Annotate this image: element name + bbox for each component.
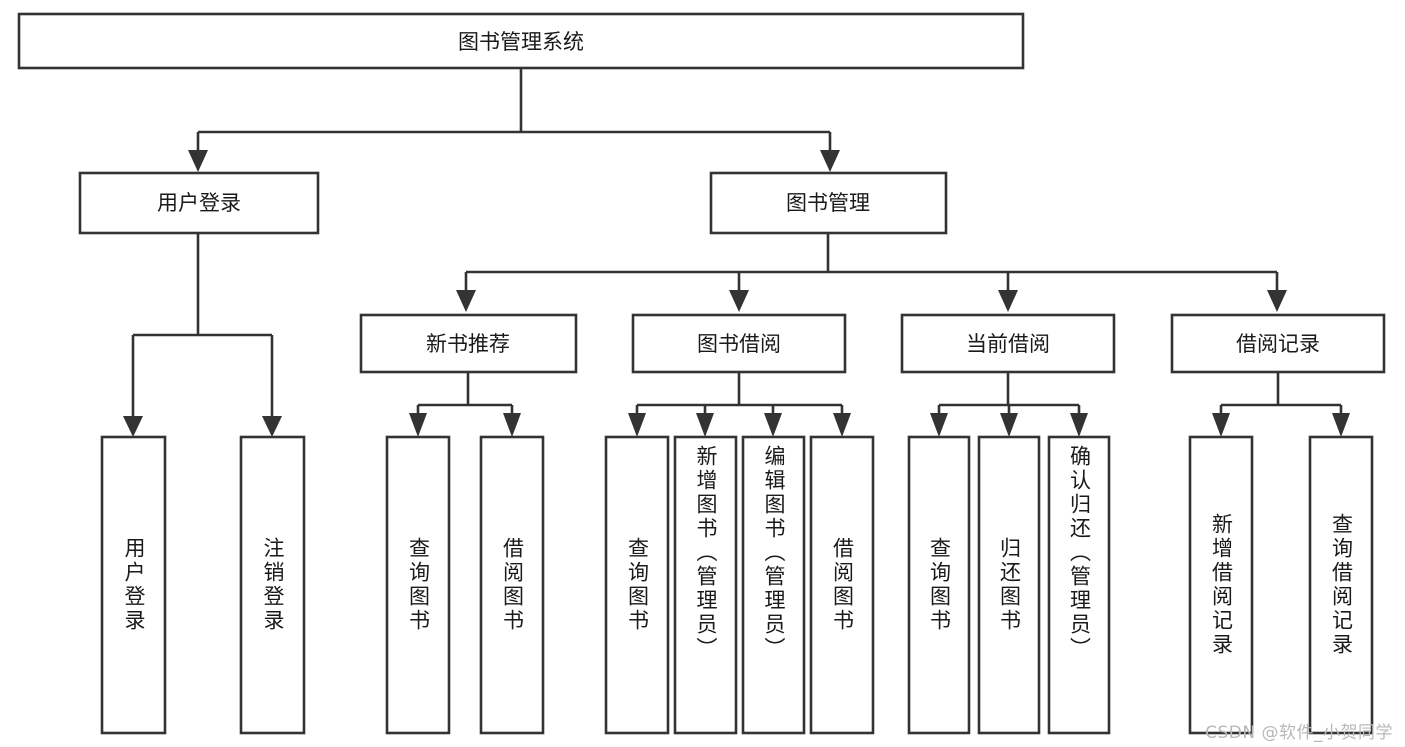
- node-leaf-add-book[interactable]: [673, 435, 738, 735]
- node-leaf-borrow-book-rec[interactable]: [479, 435, 545, 735]
- arrow-down-icon: [123, 416, 143, 437]
- node-borrow-record-label: 借阅记录: [1236, 332, 1320, 356]
- node-leaf-user-login[interactable]: [100, 435, 167, 735]
- node-current-borrow[interactable]: [900, 313, 1116, 374]
- node-leaf-query-book-borrow[interactable]: [604, 435, 670, 735]
- node-book-borrow-label: 图书借阅: [697, 332, 781, 356]
- arrow-down-icon: [456, 290, 476, 312]
- arrow-down-icon: [1267, 290, 1287, 312]
- arrow-down-icon: [833, 413, 851, 437]
- arrow-down-icon: [1000, 413, 1018, 437]
- node-leaf-borrow-book[interactable]: [809, 435, 875, 735]
- node-new-book-rec[interactable]: [359, 313, 578, 374]
- node-book-manage[interactable]: [709, 171, 948, 235]
- node-root[interactable]: [17, 12, 1025, 70]
- node-layer: 图书管理系统 用户登录 图书管理 新书推荐 图书借阅 当前借阅 借阅记录: [17, 12, 1386, 735]
- node-book-borrow[interactable]: [631, 313, 847, 374]
- node-current-borrow-label: 当前借阅: [966, 332, 1050, 356]
- node-borrow-record[interactable]: [1170, 313, 1386, 374]
- node-leaf-user-logout[interactable]: [239, 435, 306, 735]
- arrowhead-layer: [123, 150, 1350, 437]
- watermark: CSDN @软件_小贺同学: [1205, 723, 1393, 743]
- node-leaf-edit-book[interactable]: [741, 435, 806, 735]
- node-leaf-return-book[interactable]: [977, 435, 1041, 735]
- arrow-down-icon: [696, 413, 714, 437]
- arrow-down-icon: [729, 290, 749, 312]
- arrow-down-icon: [1070, 413, 1088, 437]
- node-leaf-query-book-rec[interactable]: [385, 435, 451, 735]
- arrow-down-icon: [998, 290, 1018, 312]
- arrow-down-icon: [1332, 413, 1350, 437]
- node-user-login[interactable]: [78, 171, 320, 235]
- node-leaf-query-book-current[interactable]: [907, 435, 971, 735]
- node-root-label: 图书管理系统: [458, 30, 584, 54]
- node-leaf-query-record[interactable]: [1308, 435, 1374, 735]
- arrow-down-icon: [1212, 413, 1230, 437]
- arrow-down-icon: [262, 416, 282, 437]
- arrow-down-icon: [628, 413, 646, 437]
- arrow-down-icon: [820, 150, 840, 172]
- arrow-down-icon: [930, 413, 948, 437]
- node-book-manage-label: 图书管理: [786, 191, 870, 215]
- arrow-down-icon: [503, 413, 521, 437]
- node-user-login-label: 用户登录: [157, 191, 241, 215]
- arrow-down-icon: [188, 150, 208, 172]
- arrow-down-icon: [764, 413, 782, 437]
- node-leaf-confirm-return[interactable]: [1047, 435, 1111, 735]
- arrow-down-icon: [409, 413, 427, 437]
- node-leaf-add-record[interactable]: [1188, 435, 1254, 735]
- node-new-book-rec-label: 新书推荐: [426, 332, 510, 356]
